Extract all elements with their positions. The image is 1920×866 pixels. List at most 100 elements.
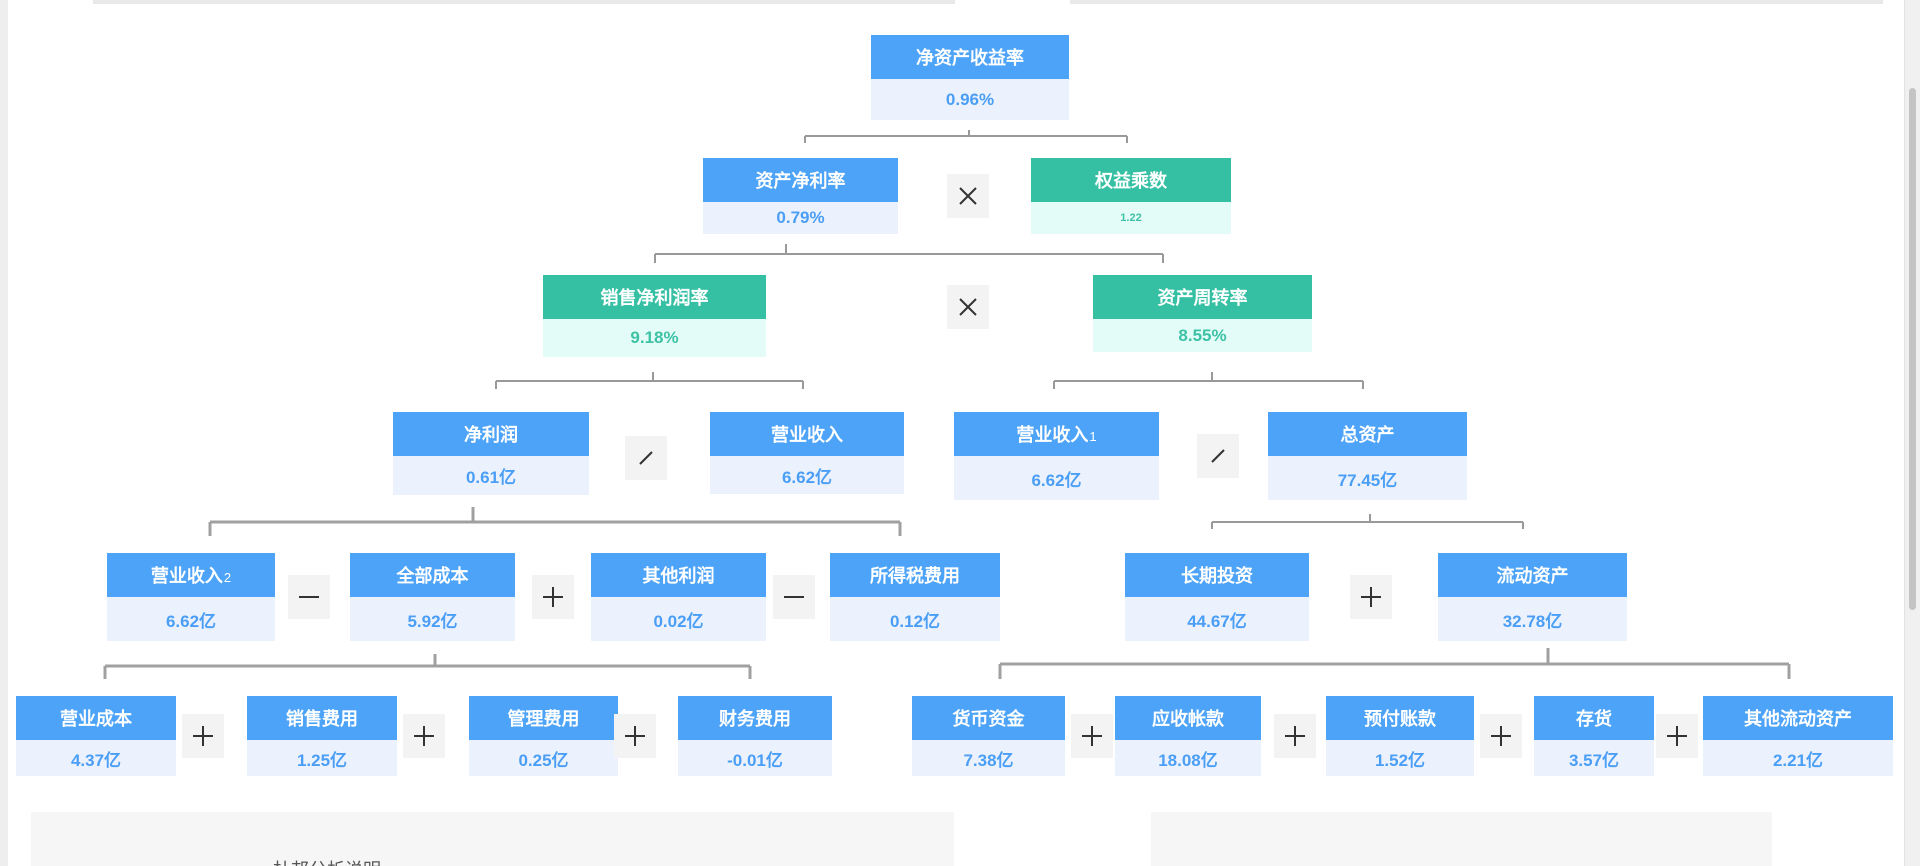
node-selling-expense[interactable]: 销售费用 1.25亿 [247, 696, 397, 776]
plus-operator [1071, 714, 1113, 758]
node-title: 流动资产 [1438, 553, 1627, 597]
node-title: 货币资金 [912, 696, 1065, 740]
node-receivables[interactable]: 应收帐款 18.08亿 [1115, 696, 1261, 776]
plus-operator [182, 714, 224, 758]
node-title: 销售净利润率 [543, 275, 766, 319]
node-value: 4.37亿 [16, 740, 176, 776]
node-value: 0.25亿 [469, 740, 618, 776]
node-asset-turnover[interactable]: 资产周转率 8.55% [1093, 275, 1312, 352]
node-value: 0.96% [871, 79, 1069, 120]
node-current-assets[interactable]: 流动资产 32.78亿 [1438, 553, 1627, 641]
scrollbar-thumb[interactable] [1909, 88, 1916, 610]
node-value: 1.52亿 [1326, 740, 1474, 776]
node-title: 营业成本 [16, 696, 176, 740]
minus-operator [773, 575, 815, 619]
node-cash[interactable]: 货币资金 7.38亿 [912, 696, 1065, 776]
node-title: 长期投资 [1125, 553, 1309, 597]
node-title: 财务费用 [678, 696, 832, 740]
node-title: 净利润 [393, 412, 589, 456]
node-title: 其他流动资产 [1703, 696, 1893, 740]
node-equity-multiplier[interactable]: 权益乘数 1.22 [1031, 158, 1231, 234]
node-value: 77.45亿 [1268, 456, 1467, 500]
node-income-tax[interactable]: 所得税费用 0.12亿 [830, 553, 1000, 641]
node-roa[interactable]: 资产净利率 0.79% [703, 158, 898, 234]
panel-title: 杜邦分析说明 [273, 856, 381, 866]
plus-icon [543, 587, 563, 607]
node-title: 存货 [1534, 696, 1654, 740]
node-title: 净资产收益率 [871, 35, 1069, 79]
node-value: 18.08亿 [1115, 740, 1261, 776]
minus-icon [784, 596, 804, 598]
node-inventory[interactable]: 存货 3.57亿 [1534, 696, 1654, 776]
node-value: 0.12亿 [830, 597, 1000, 641]
node-value: 3.57亿 [1534, 740, 1654, 776]
node-net-profit[interactable]: 净利润 0.61亿 [393, 412, 589, 495]
plus-icon [414, 726, 434, 746]
node-prepayments[interactable]: 预付账款 1.52亿 [1326, 696, 1474, 776]
node-value: 44.67亿 [1125, 597, 1309, 641]
node-value: 32.78亿 [1438, 597, 1627, 641]
multiply-operator [947, 285, 989, 329]
plus-operator [1350, 575, 1392, 619]
node-value: 8.55% [1093, 319, 1312, 352]
node-title: 资产周转率 [1093, 275, 1312, 319]
node-title: 全部成本 [350, 553, 515, 597]
node-other-current-assets[interactable]: 其他流动资产 2.21亿 [1703, 696, 1893, 776]
node-value: 2.21亿 [1703, 740, 1893, 776]
plus-icon [193, 726, 213, 746]
node-total-assets[interactable]: 总资产 77.45亿 [1268, 412, 1467, 500]
plus-icon [625, 726, 645, 746]
plus-operator [532, 575, 574, 619]
plus-icon [1361, 587, 1381, 607]
node-value: 1.22 [1031, 202, 1231, 234]
multiply-icon [959, 298, 977, 316]
divide-operator [625, 436, 667, 480]
node-total-cost[interactable]: 全部成本 5.92亿 [350, 553, 515, 641]
node-value: 9.18% [543, 319, 766, 357]
node-operating-revenue[interactable]: 营业收入 6.62亿 [710, 412, 904, 494]
plus-operator [614, 714, 656, 758]
node-title: 预付账款 [1326, 696, 1474, 740]
node-title: 管理费用 [469, 696, 618, 740]
node-title: 所得税费用 [830, 553, 1000, 597]
node-roe[interactable]: 净资产收益率 0.96% [871, 35, 1069, 120]
divide-icon [639, 451, 653, 465]
node-title: 权益乘数 [1031, 158, 1231, 202]
multiply-operator [947, 174, 989, 218]
plus-operator [1274, 714, 1316, 758]
node-value: 0.02亿 [591, 597, 766, 641]
plus-operator [1656, 714, 1698, 758]
node-operating-cost[interactable]: 营业成本 4.37亿 [16, 696, 176, 776]
node-value: 6.62亿 [107, 597, 275, 641]
node-value: 6.62亿 [710, 456, 904, 494]
node-other-profit[interactable]: 其他利润 0.02亿 [591, 553, 766, 641]
multiply-icon [959, 187, 977, 205]
node-value: 7.38亿 [912, 740, 1065, 776]
node-admin-expense[interactable]: 管理费用 0.25亿 [469, 696, 618, 776]
minus-operator [288, 575, 330, 619]
top-card-edge-right [1070, 0, 1883, 4]
plus-icon [1082, 726, 1102, 746]
plus-operator [403, 714, 445, 758]
node-net-profit-margin[interactable]: 销售净利润率 9.18% [543, 275, 766, 357]
node-finance-expense[interactable]: 财务费用 -0.01亿 [678, 696, 832, 776]
node-title: 营业收入 [710, 412, 904, 456]
minus-icon [299, 596, 319, 598]
node-value: -0.01亿 [678, 740, 832, 776]
node-title: 其他利润 [591, 553, 766, 597]
plus-operator [1480, 714, 1522, 758]
node-value: 6.62亿 [954, 456, 1159, 500]
node-value: 5.92亿 [350, 597, 515, 641]
plus-icon [1285, 726, 1305, 746]
divide-operator [1197, 434, 1239, 478]
node-title: 销售费用 [247, 696, 397, 740]
node-title: 应收帐款 [1115, 696, 1261, 740]
analysis-panel-right [1151, 812, 1772, 866]
node-long-term-investment[interactable]: 长期投资 44.67亿 [1125, 553, 1309, 641]
top-card-edge-left [93, 0, 955, 4]
node-value: 1.25亿 [247, 740, 397, 776]
